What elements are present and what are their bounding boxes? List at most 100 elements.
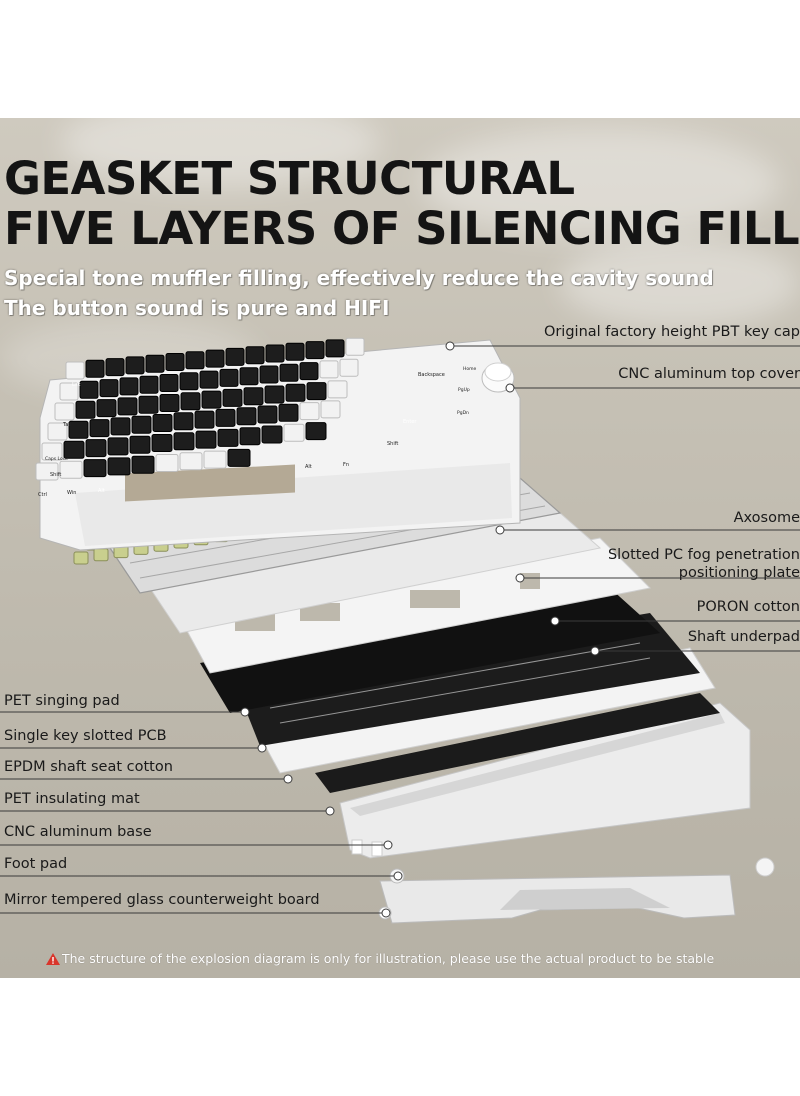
keycap: [225, 347, 245, 366]
keycap: [180, 392, 201, 411]
key-alt-right: Alt: [305, 464, 312, 470]
label-pet-insulating: PET insulating mat: [4, 791, 140, 807]
keycap: [54, 402, 75, 421]
keycap: [131, 415, 152, 434]
keycap: [179, 452, 203, 471]
keycap: [173, 432, 195, 451]
keycap: [219, 368, 239, 387]
keycap: [325, 339, 345, 358]
keycap: [222, 388, 243, 407]
keycap: [257, 405, 278, 424]
keycap: [119, 377, 139, 396]
keycap: [107, 437, 129, 456]
exploded-keyboard-diagram: Esc Tab Caps Lock Shift Ctrl Win Alt Alt…: [0, 337, 800, 924]
footnote-text: The structure of the explosion diagram i…: [62, 951, 715, 966]
keycap: [145, 354, 165, 373]
keycap: [85, 359, 105, 378]
keycap: [68, 420, 89, 439]
pet-insulating-mat: [315, 693, 720, 793]
key-tab: Tab: [62, 422, 71, 428]
keycap: [107, 457, 131, 476]
footnote: The structure of the explosion diagram i…: [46, 951, 714, 966]
keycap: [259, 365, 279, 384]
label-poron-cotton: PORON cotton: [696, 599, 800, 615]
keycap: [159, 374, 179, 392]
aluminum-base: [339, 702, 751, 859]
key-fn: Fn: [343, 462, 349, 468]
switch: [73, 551, 89, 565]
keycap: [89, 419, 110, 438]
keycap: [239, 367, 259, 386]
keycap: [139, 375, 159, 394]
keycap: [345, 337, 365, 356]
pet-singing-pad: [200, 588, 660, 713]
keycap: [243, 387, 264, 406]
keycap: [327, 380, 348, 399]
warning-icon: [46, 952, 60, 965]
keycap: [261, 425, 283, 444]
keycap: [195, 430, 217, 449]
key-ctrl: Ctrl: [38, 492, 47, 498]
keycap: [59, 382, 79, 401]
label-positioning-plate-1: Slotted PC fog penetration: [607, 547, 800, 563]
counterweight-board: [378, 874, 736, 924]
switch: [93, 548, 109, 562]
keycap: [125, 356, 145, 375]
keycap: [236, 407, 257, 426]
headline-line-2: FIVE LAYERS OF SILENCING FILL: [4, 202, 800, 255]
key-win: Win: [67, 490, 76, 496]
keycap: [283, 423, 305, 442]
top-case: [39, 339, 521, 551]
key-pgup: PgUp: [458, 387, 470, 393]
label-epdm: EPDM shaft seat cotton: [4, 759, 173, 775]
keycap: [299, 362, 319, 381]
keycaps: [35, 337, 365, 481]
keycap: [105, 358, 125, 377]
label-positioning-plate-2: positioning plate: [678, 565, 800, 581]
label-aluminum-base: CNC aluminum base: [4, 824, 152, 840]
keycap: [41, 442, 63, 461]
keycap: [129, 435, 151, 454]
keycap: [152, 414, 173, 432]
keycap: [215, 408, 236, 427]
keycap: [265, 344, 285, 363]
keycap: [305, 422, 327, 441]
keycap: [59, 460, 83, 479]
keycap: [306, 382, 327, 401]
keycap: [85, 439, 107, 458]
keycap: [279, 363, 299, 382]
keycap: [227, 448, 251, 467]
keycap: [205, 349, 225, 368]
keycap: [117, 397, 138, 416]
leader-lines: [0, 341, 800, 918]
keycap: [63, 440, 85, 459]
key-backspace: Backspace: [418, 372, 445, 378]
keycap: [131, 455, 155, 474]
keycap: [285, 383, 306, 402]
label-foot-pad: Foot pad: [4, 856, 68, 872]
keycap: [173, 412, 194, 431]
key-enter: Enter: [403, 419, 417, 425]
keycap: [110, 417, 131, 436]
key-pgdn: PgDn: [457, 410, 469, 416]
keycap: [203, 450, 227, 469]
keycap: [185, 351, 205, 370]
key-caps: Caps Lock: [45, 456, 68, 462]
keycap: [83, 459, 107, 478]
key-shift-right: Shift: [387, 441, 398, 447]
headline-line-1: GEASKET STRUCTURAL: [4, 152, 575, 205]
keycap: [278, 403, 299, 422]
label-top-cover: CNC aluminum top cover: [618, 366, 800, 382]
key-home: Home: [463, 366, 477, 372]
keycap: [138, 395, 159, 414]
subtitle-line-2: The button sound is pure and HIFI: [4, 296, 390, 320]
keycap: [35, 462, 59, 481]
key-alt-left: Alt: [98, 488, 105, 494]
label-pet-singing-pad: PET singing pad: [4, 693, 120, 709]
keycap: [151, 434, 173, 452]
label-counterweight: Mirror tempered glass counterweight boar…: [4, 892, 320, 908]
keycap: [199, 370, 219, 389]
key-esc: Esc: [72, 382, 81, 388]
poster: Esc Tab Caps Lock Shift Ctrl Win Alt Alt…: [0, 118, 800, 978]
keycap: [299, 402, 320, 421]
